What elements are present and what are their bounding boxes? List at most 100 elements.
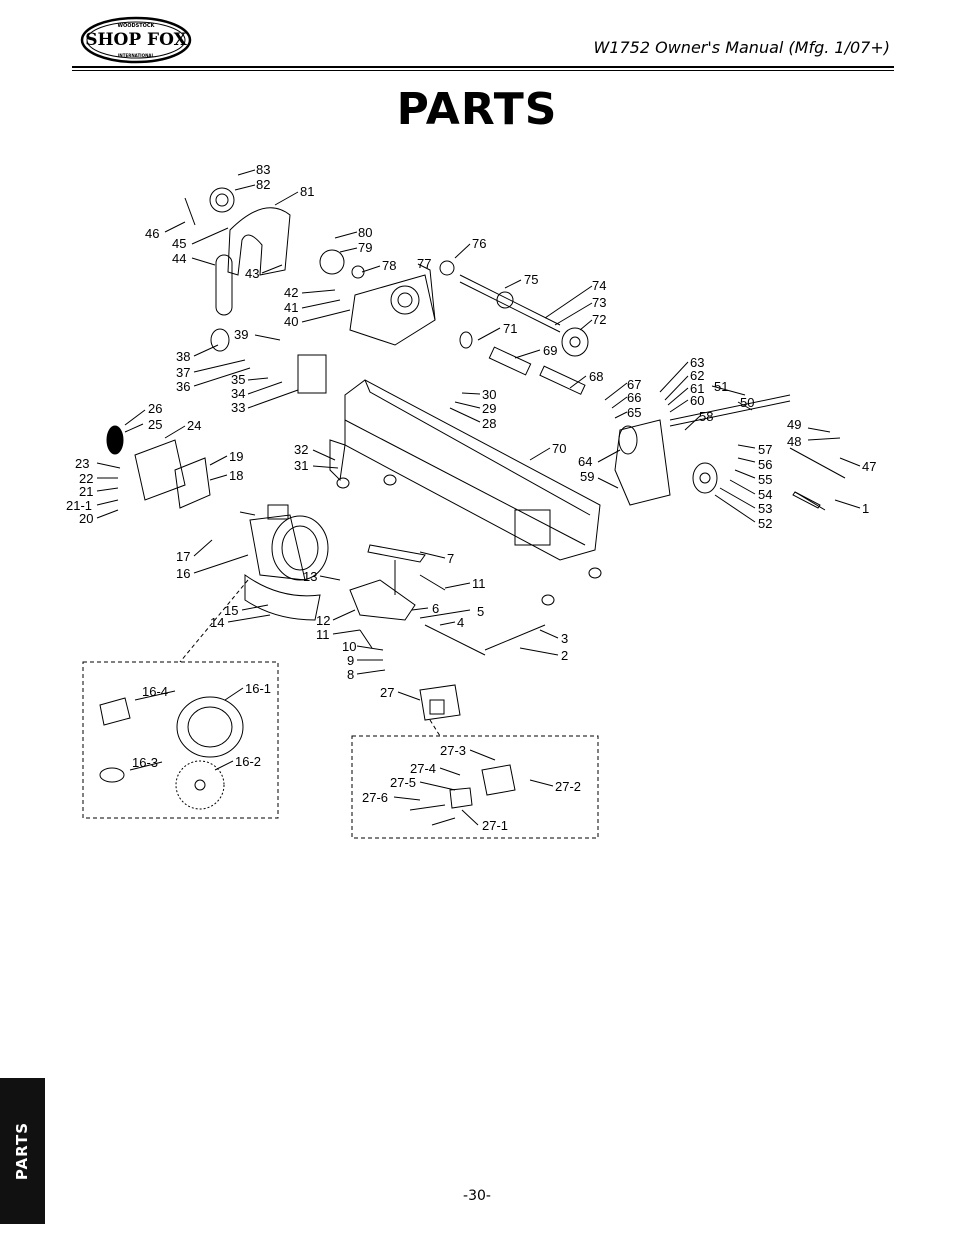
callout-35: 35 [231,372,245,387]
motor-pulley [319,249,345,275]
callout-72: 72 [592,312,606,327]
callout-46: 46 [145,226,159,241]
callout-4: 4 [457,615,464,630]
callout-16-2: 16-2 [235,754,261,769]
callout-56: 56 [758,457,772,472]
callout-15: 15 [224,603,238,618]
callout-78: 78 [382,258,396,273]
callout-11a: 11 [472,576,486,591]
callout-20: 20 [79,511,93,526]
callout-63: 63 [690,355,704,370]
callout-10: 10 [342,639,356,654]
bed-window [514,509,551,546]
callout-37: 37 [176,365,190,380]
callout-50: 50 [740,395,754,410]
callout-16-1: 16-1 [245,681,271,696]
callout-82: 82 [256,177,270,192]
shop-fox-logo: WOODSTOCK SHOP FOX INTERNATIONAL [80,16,192,64]
callout-19: 19 [229,449,243,464]
callout-53: 53 [758,501,772,516]
logo-text: SHOP FOX [85,30,187,50]
callout-17: 17 [176,549,190,564]
callout-34: 34 [231,386,245,401]
logo-small-bottom: INTERNATIONAL [118,53,155,58]
callout-27-5: 27-5 [390,775,416,790]
manual-title: W1752 Owner's Manual (Mfg. 1/07+) [593,38,891,57]
callout-54: 54 [758,487,772,502]
callout-27-2: 27-2 [555,779,581,794]
page-title: PARTS [396,84,558,135]
callout-1: 1 [862,501,869,516]
motor [271,515,329,581]
fan [175,760,225,810]
callout-39: 39 [234,327,248,342]
callout-18: 18 [229,468,243,483]
callout-83: 83 [256,162,270,177]
callout-70: 70 [552,441,566,456]
capacitor [99,767,125,783]
callout-76: 76 [472,236,486,251]
header-rule [72,66,894,68]
logo-small-top: WOODSTOCK [118,23,156,29]
callout-33: 33 [231,400,245,415]
side-tab: PARTS [0,1078,45,1224]
tool-rest [367,544,426,563]
callout-74: 74 [592,278,606,293]
callout-47: 47 [862,459,876,474]
callout-81: 81 [300,184,314,199]
callout-29: 29 [482,401,496,416]
tailstock [614,419,671,506]
header-rule-thin [72,70,894,71]
callout-28: 28 [482,416,496,431]
callout-24: 24 [187,418,201,433]
page-number: -30- [463,1188,491,1204]
callout-65: 65 [627,405,641,420]
callout-40: 40 [284,314,298,329]
callout-44: 44 [172,251,186,266]
belt-cover [227,207,291,276]
callout-71: 71 [503,321,517,336]
callout-36: 36 [176,379,190,394]
callout-30: 30 [482,387,496,402]
headstock [349,274,436,346]
faceplate [561,327,589,357]
motor-detail-box [82,661,279,819]
callout-11b: 11 [316,627,330,642]
callout-38: 38 [176,349,190,364]
callout-31: 31 [294,458,308,473]
belt [215,254,233,316]
callout-73: 73 [592,295,606,310]
callout-51: 51 [714,379,728,394]
callout-59: 59 [580,469,594,484]
callout-16: 16 [176,566,190,581]
callout-45: 45 [172,236,186,251]
callout-8: 8 [347,667,354,682]
callout-6: 6 [432,601,439,616]
callout-21-1: 21-1 [66,498,92,513]
callout-62: 62 [690,368,704,383]
callout-21: 21 [79,484,93,499]
callout-32: 32 [294,442,308,457]
switch-box [419,684,461,721]
callout-64: 64 [578,454,592,469]
callout-49: 49 [787,417,801,432]
callout-43: 43 [245,266,259,281]
callout-60: 60 [690,393,704,408]
callout-58: 58 [699,409,713,424]
callout-41: 41 [284,300,298,315]
callout-9: 9 [347,653,354,668]
motor-cover [244,574,321,621]
callout-27-4: 27-4 [410,761,436,776]
callout-55: 55 [758,472,772,487]
callout-27: 27 [380,685,394,700]
callout-26: 26 [148,401,162,416]
callout-14: 14 [210,615,224,630]
callout-67: 67 [627,377,641,392]
callout-77: 77 [417,256,431,271]
callout-27-6: 27-6 [362,790,388,805]
callout-79: 79 [358,240,372,255]
callout-16-4: 16-4 [142,684,168,699]
callout-7: 7 [447,551,454,566]
callout-68: 68 [589,369,603,384]
callout-42: 42 [284,285,298,300]
